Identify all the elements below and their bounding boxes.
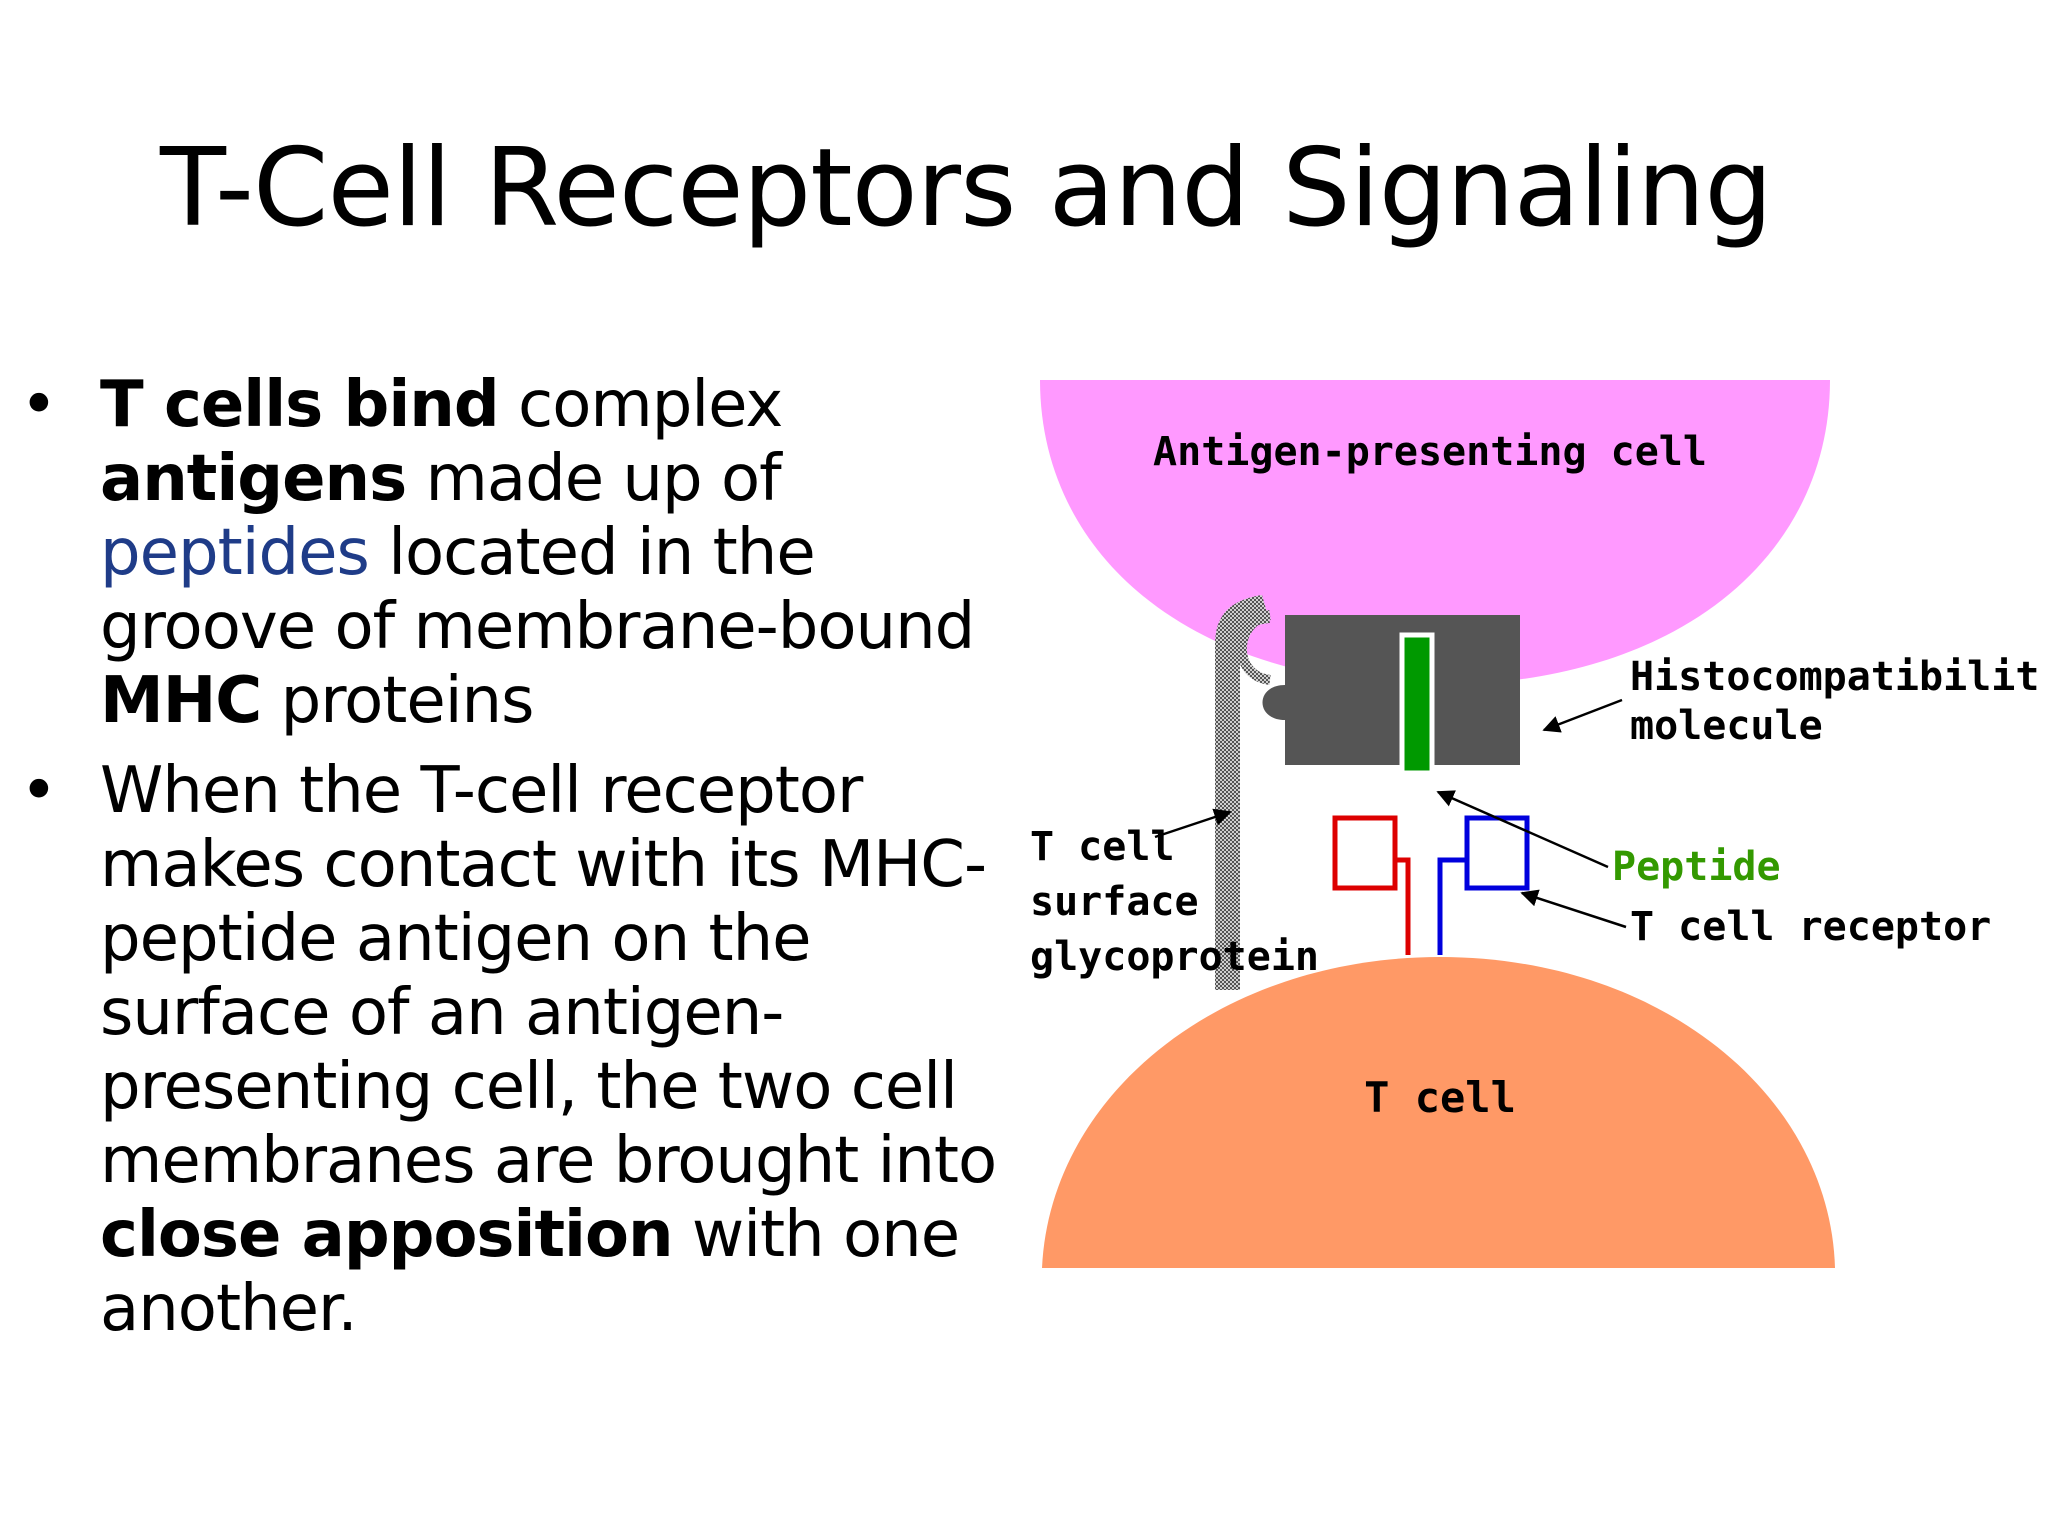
bullet-text-run: close apposition bbox=[100, 1198, 673, 1272]
tcell-receptor-diagram: Antigen-presenting cell T cell Histocomp… bbox=[1030, 375, 2048, 1275]
glycoprotein-arrow bbox=[1154, 808, 1232, 839]
bullet-text-run: complex bbox=[498, 368, 783, 442]
bullet-text-run: made up of bbox=[406, 442, 782, 516]
tcr-red-chain bbox=[1332, 815, 1398, 891]
glycoprotein-label-line2: surface bbox=[1030, 879, 1199, 925]
glycoprotein-label-line3: glycoprotein bbox=[1030, 934, 1319, 980]
peptide-arrow bbox=[1436, 790, 1609, 869]
bullet-item: T cells bind complex antigens made up of… bbox=[20, 368, 1010, 738]
glycoprotein-label: T cell bbox=[1030, 824, 1175, 870]
bullet-item: When the T-cell receptor makes contact w… bbox=[20, 754, 1010, 1346]
bullet-text-run: T cells bind bbox=[100, 368, 500, 442]
bullet-text-run: When the T-cell receptor makes contact w… bbox=[100, 754, 997, 1198]
diagram-svg: Antigen-presenting cell T cell Histocomp… bbox=[1030, 380, 2048, 1268]
bullet-text-run: peptides bbox=[100, 516, 370, 590]
peptide-label: Peptide bbox=[1612, 844, 1781, 890]
apc-label: Antigen-presenting cell bbox=[1153, 429, 1707, 475]
bullet-list: T cells bind complex antigens made up of… bbox=[20, 368, 1010, 1362]
bullet-text-run: MHC bbox=[100, 664, 262, 738]
tcr-blue-stem bbox=[1437, 857, 1467, 955]
peptide-shape bbox=[1399, 632, 1435, 776]
slide-title: T-Cell Receptors and Signaling bbox=[160, 126, 1773, 251]
mhc-molecule-shape bbox=[1262, 615, 1520, 765]
tcell-shape bbox=[1042, 957, 1835, 1268]
bullet-text-run: antigens bbox=[100, 442, 407, 516]
histocompatibility-label: Histocompatibility bbox=[1630, 654, 2040, 700]
tcell-label: T cell bbox=[1364, 1073, 1516, 1122]
tcr-arrow bbox=[1520, 889, 1627, 929]
glycoprotein-hook bbox=[1236, 610, 1272, 685]
tcr-label: T cell receptor bbox=[1630, 904, 1991, 950]
histocompatibility-arrow bbox=[1542, 698, 1623, 733]
tcr-red-stem bbox=[1395, 857, 1411, 955]
bullet-text-run: located in the groove of membrane-bound bbox=[100, 516, 975, 664]
bullet-text-run: with one another. bbox=[100, 1198, 960, 1346]
bullet-text-run: proteins bbox=[261, 664, 535, 738]
histocompatibility-label-line2: molecule bbox=[1630, 703, 1823, 749]
glycoprotein-shape bbox=[1215, 595, 1270, 990]
